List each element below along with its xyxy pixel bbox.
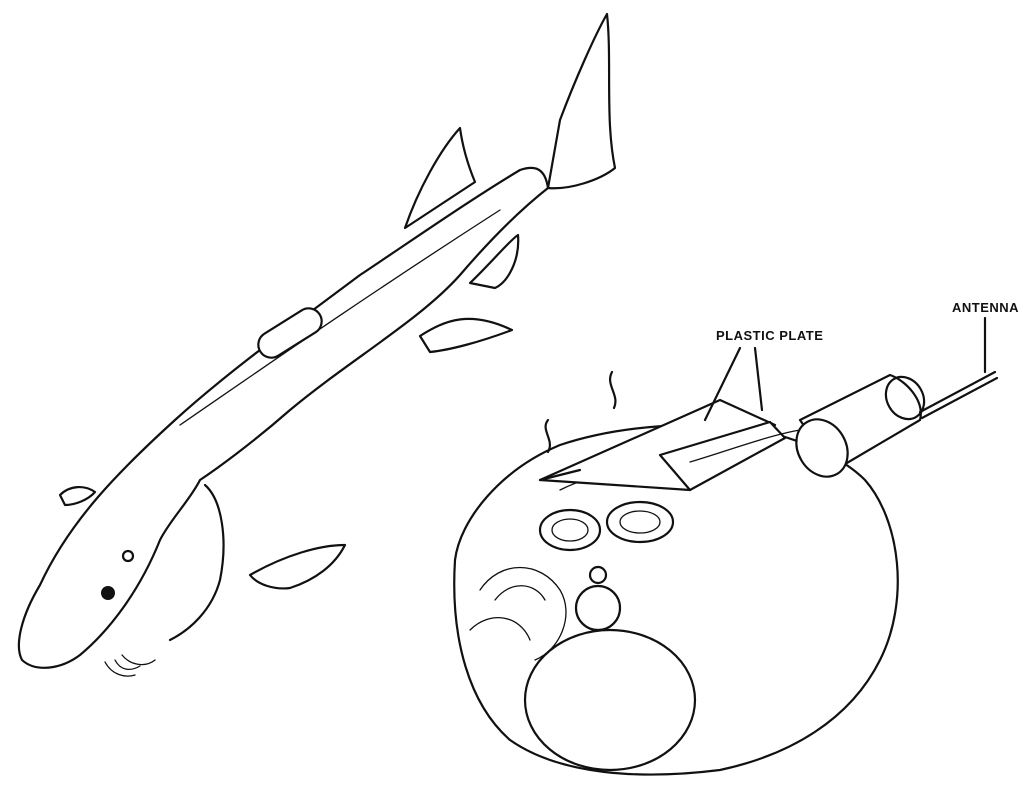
plastic-plate-label: PLASTIC PLATE (716, 328, 823, 343)
transmitter-cross-section (454, 370, 997, 775)
antenna-label: ANTENNA (952, 300, 1019, 315)
